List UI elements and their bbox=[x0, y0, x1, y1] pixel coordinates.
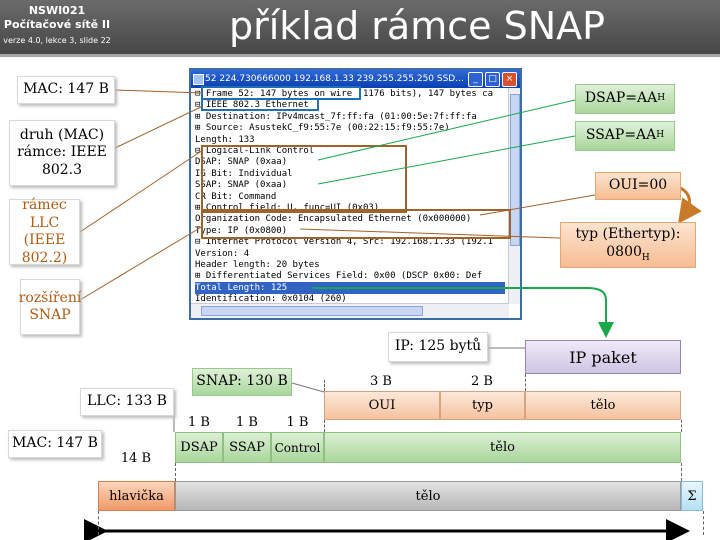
oui-connector bbox=[479, 194, 596, 216]
tree-row[interactable]: Version: 4 bbox=[195, 248, 250, 259]
snap-size-label: SNAP: 130 B bbox=[192, 368, 292, 396]
mac-header-field: hlavička bbox=[98, 481, 175, 511]
oui-size: 3 B bbox=[370, 374, 392, 389]
tree-row[interactable]: ⊞ Source: AsustekC_f9:55:7e (00:22:15:f9… bbox=[195, 123, 450, 134]
window-titlebar[interactable]: 52 224.730666000 192.168.1.33 239.255.25… bbox=[191, 70, 520, 88]
llc-dsap-field: DSAP bbox=[175, 432, 223, 463]
course-code: NSWI021 bbox=[28, 4, 86, 17]
tree-row[interactable]: Header length: 20 bytes bbox=[195, 260, 320, 270]
mac-type-callout: druh (MAC) rámce: IEEE 802.3 bbox=[9, 120, 115, 186]
tree-row[interactable]: ⊞ Differentiated Services Field: 0x00 (D… bbox=[195, 271, 483, 282]
snap-body-field: tělo bbox=[525, 391, 681, 420]
tree-row[interactable]: Length: 133 bbox=[195, 134, 255, 145]
mac-connector bbox=[114, 89, 204, 94]
snap-highlight bbox=[201, 209, 511, 239]
course-name: Počítačové sítě II bbox=[3, 18, 111, 31]
horizontal-scrollbar[interactable] bbox=[191, 303, 509, 318]
app-icon bbox=[193, 74, 204, 85]
mac-size-callout: MAC: 147 B bbox=[17, 76, 115, 104]
snap-oui-field: OUI bbox=[324, 391, 440, 420]
tree-row[interactable]: IG Bit: Individual bbox=[195, 168, 293, 179]
snap-size-connector bbox=[291, 382, 325, 393]
ip-packet-box: IP paket bbox=[525, 340, 681, 374]
title-bar bbox=[0, 0, 720, 54]
llc-size-label: LLC: 133 B bbox=[80, 388, 174, 416]
total-length-arrow bbox=[312, 287, 614, 338]
guide-line bbox=[525, 374, 526, 391]
typ-connector bbox=[299, 228, 561, 239]
llc-ssap-field: SSAP bbox=[223, 432, 271, 463]
ip-size-callout: IP: 125 bytů bbox=[388, 332, 488, 362]
guide-line bbox=[703, 511, 704, 535]
dsap-connector bbox=[317, 99, 576, 161]
guide-line bbox=[681, 463, 682, 481]
close-button[interactable]: × bbox=[502, 72, 517, 87]
vertical-scroll-thumb[interactable] bbox=[510, 94, 520, 246]
tree-row[interactable]: Organization Code: Encapsulated Ethernet… bbox=[195, 214, 472, 225]
snap-extension-callout: rozšíření SNAP bbox=[19, 279, 81, 335]
tree-row[interactable]: ⊟ Frame 52: 147 bytes on wire (1176 bits… bbox=[195, 89, 494, 99]
tree-row[interactable]: SSAP: SNAP (0xaa) bbox=[195, 180, 288, 191]
tree-row[interactable]: ⊞ Control field: U, func=UI (0x03) bbox=[195, 203, 380, 213]
slide-title: příklad rámce SNAP bbox=[228, 4, 606, 48]
ssap-subscript: H bbox=[656, 130, 665, 141]
tree-row[interactable]: CR Bit: Command bbox=[195, 191, 277, 202]
ethertype-value-line: 0800H bbox=[606, 244, 650, 264]
course-info: NSWI021 Počítačové sítě II verze 4.0, le… bbox=[0, 0, 114, 54]
dsap-subscript: H bbox=[657, 93, 666, 104]
ethertype-value: 0800 bbox=[606, 243, 642, 260]
ethernet-highlight bbox=[201, 98, 319, 111]
guide-line bbox=[681, 420, 682, 432]
tree-row[interactable]: ⊟ Internet Protocol Version 4, Src: 192.… bbox=[195, 237, 494, 248]
slide-version: verze 4.0, lekce 3, slide 22 bbox=[3, 36, 111, 45]
llc-control-field: Control bbox=[271, 432, 324, 463]
snap-typ-field: typ bbox=[440, 391, 525, 420]
oui-callout: OUI=00 bbox=[595, 172, 681, 200]
control-size: 1 B bbox=[286, 415, 309, 430]
ethertype-subscript: H bbox=[641, 252, 650, 263]
guide-line bbox=[175, 463, 176, 481]
checksum-field: Σ bbox=[681, 481, 703, 511]
snap-connector bbox=[79, 225, 204, 301]
tree-row[interactable]: ⊟ Logical-Link Control bbox=[195, 146, 315, 156]
horizontal-scroll-thumb[interactable] bbox=[201, 306, 423, 316]
druh-connector bbox=[114, 105, 204, 149]
maximize-button[interactable]: □ bbox=[485, 72, 500, 87]
ethertype-callout: typ (Ethertyp): 0800H bbox=[560, 222, 696, 268]
llc-connector bbox=[79, 149, 204, 233]
minimize-button[interactable]: _ bbox=[468, 72, 483, 87]
ethertype-label: typ (Ethertyp): bbox=[575, 226, 681, 243]
ssap-size: 1 B bbox=[236, 415, 258, 430]
header-size: 14 B bbox=[120, 451, 152, 466]
title-underline bbox=[0, 54, 720, 57]
typ-size: 2 B bbox=[471, 374, 493, 389]
mac-size-label: MAC: 147 B bbox=[8, 430, 102, 458]
ssap-callout-text: SSAP=AA bbox=[585, 127, 657, 144]
tree-row[interactable]: ⊟ IEEE 802.3 Ethernet bbox=[195, 100, 309, 111]
tree-row[interactable]: Type: IP (0x0800) bbox=[195, 225, 288, 236]
vertical-scrollbar[interactable] bbox=[508, 88, 520, 304]
llc-highlight bbox=[201, 145, 407, 213]
window-title: 52 224.730666000 192.168.1.33 239.255.25… bbox=[205, 74, 464, 84]
tree-row[interactable]: ⊞ Destination: IPv4mcast_7f:ff:fa (01:00… bbox=[195, 111, 477, 122]
mac-body-field: tělo bbox=[175, 481, 681, 511]
tree-row[interactable]: DSAP: SNAP (0xaa) bbox=[195, 157, 288, 168]
packet-tree[interactable]: ⊟ Frame 52: 147 bytes on wire (1176 bits… bbox=[191, 88, 509, 304]
llc-frame-callout: rámec LLC (IEEE 802.2) bbox=[9, 197, 80, 266]
ssap-connector bbox=[317, 135, 576, 185]
guide-line bbox=[324, 380, 325, 391]
guide-line bbox=[98, 511, 99, 535]
dsap-size: 1 B bbox=[188, 415, 210, 430]
llc-body-field: tělo bbox=[324, 432, 681, 463]
guide-line bbox=[324, 420, 325, 432]
tree-row[interactable]: Identification: 0x0104 (260) bbox=[195, 294, 347, 305]
dsap-callout-text: DSAP=AA bbox=[584, 90, 658, 107]
